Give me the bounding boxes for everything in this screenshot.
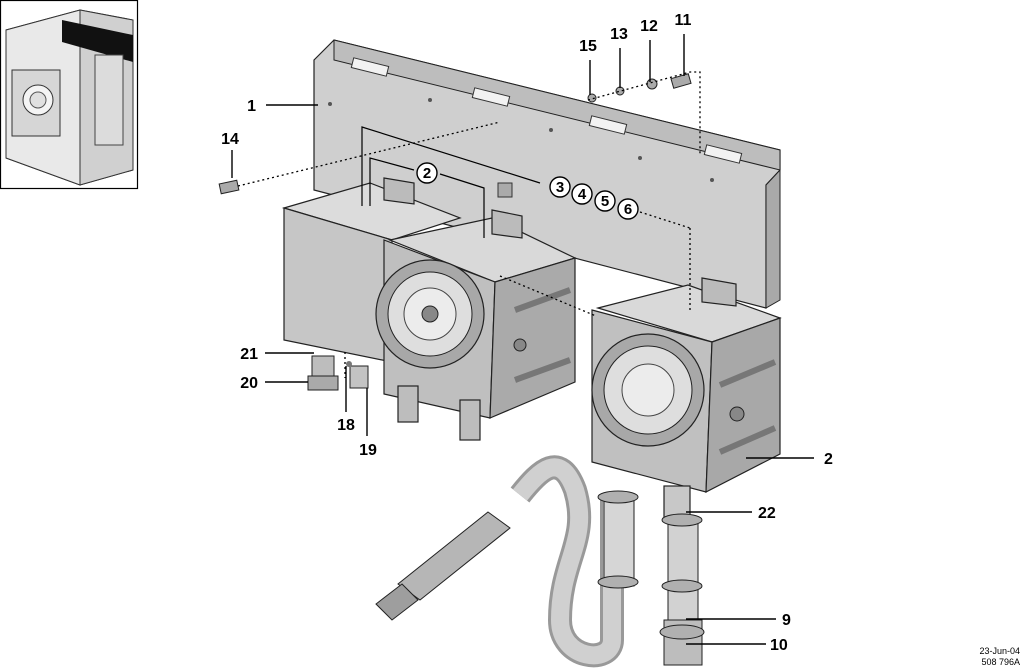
right-motor-housing — [591, 277, 782, 521]
back-panel — [313, 39, 781, 309]
callout-20: 20 — [240, 375, 258, 392]
callout-2: 2 — [824, 451, 833, 468]
left-motor-housing — [281, 177, 577, 441]
document-stamp: 23-Jun-04 508 796A — [979, 646, 1020, 667]
callout-10: 10 — [770, 637, 788, 654]
callout-9: 9 — [782, 612, 791, 629]
callout-14: 14 — [221, 131, 239, 148]
callout-2-circled: 2 — [423, 165, 431, 182]
drain-hoses — [375, 455, 705, 668]
callout-1: 1 — [247, 98, 256, 115]
machine-locator-inset — [0, 0, 139, 190]
stamp-doc-number: 508 796A — [981, 657, 1020, 667]
wiring-brackets — [361, 126, 541, 238]
callout-15: 15 — [579, 38, 597, 55]
callout-labels: 1 14 15 13 12 11 21 20 18 19 2 22 9 10 — [221, 12, 833, 654]
callout-22: 22 — [758, 505, 776, 522]
callout-5: 5 — [601, 193, 609, 210]
callout-3: 3 — [556, 179, 564, 196]
callout-4: 4 — [578, 186, 587, 203]
callout-21: 21 — [240, 346, 258, 363]
assembly-dotted-lines — [237, 71, 701, 378]
callout-6: 6 — [624, 201, 632, 218]
callout-12: 12 — [640, 18, 658, 35]
callout-18: 18 — [337, 417, 355, 434]
callout-11: 11 — [675, 12, 692, 29]
callout-13: 13 — [610, 26, 628, 43]
fittings-18-21 — [307, 355, 369, 391]
callout-19: 19 — [359, 442, 377, 459]
circled-callouts: 2 3 4 5 6 — [416, 162, 639, 220]
leader-lines — [231, 34, 814, 645]
stamp-date: 23-Jun-04 — [979, 646, 1020, 656]
